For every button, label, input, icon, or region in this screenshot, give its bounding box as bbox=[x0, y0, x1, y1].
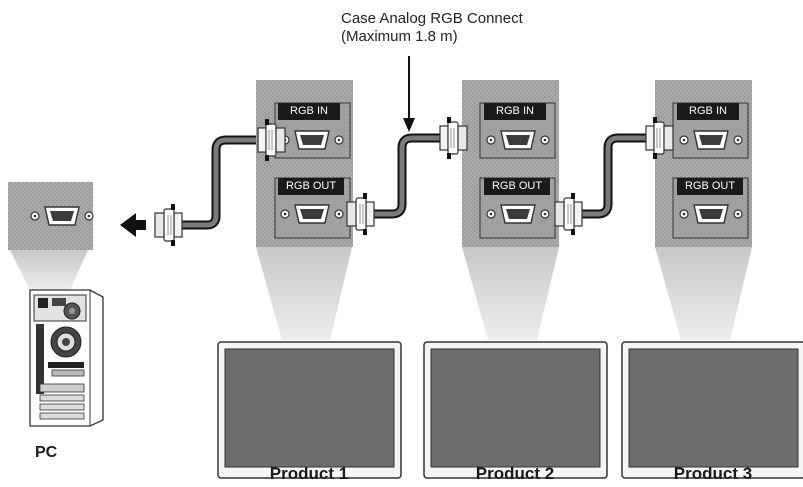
product-3 bbox=[621, 80, 803, 479]
product-2-label: Product 2 bbox=[475, 464, 555, 483]
rgb-out-label-bg bbox=[278, 178, 344, 195]
monitor-icon bbox=[217, 341, 402, 479]
cable-p2-p3 bbox=[578, 135, 650, 217]
pc-tower-icon bbox=[29, 289, 104, 427]
rgb-out-label: RGB OUT bbox=[684, 180, 736, 192]
pc-label: PC bbox=[35, 444, 58, 461]
funnel bbox=[256, 247, 352, 340]
rgb-in-label: RGB IN bbox=[689, 105, 727, 117]
product-1 bbox=[217, 80, 402, 479]
pc-group bbox=[8, 182, 104, 427]
vga-plug-icon bbox=[154, 203, 183, 247]
cable-pc-outline bbox=[180, 135, 262, 230]
rgb-out-label: RGB OUT bbox=[491, 180, 543, 192]
rgb-in-label: RGB IN bbox=[290, 105, 328, 117]
callout-line-2: (Maximum 1.8 m) bbox=[341, 28, 458, 45]
rgb-out-label: RGB OUT bbox=[285, 180, 337, 192]
pc-funnel bbox=[10, 250, 88, 290]
callout-label: Case Analog RGB Connect (Maximum 1.8 m) bbox=[341, 10, 523, 46]
callout-arrow bbox=[403, 56, 415, 132]
rgb-in-label-bg bbox=[278, 103, 340, 120]
monitor-icon bbox=[621, 341, 803, 479]
product-3-label: Product 3 bbox=[673, 464, 753, 483]
monitor-icon bbox=[423, 341, 608, 479]
callout-line-1: Case Analog RGB Connect bbox=[341, 10, 523, 27]
cable-p1-p2 bbox=[370, 135, 444, 217]
arrow-left-icon bbox=[120, 213, 146, 237]
product-1-label: Product 1 bbox=[269, 464, 349, 483]
rgb-in-label: RGB IN bbox=[496, 105, 534, 117]
product-2 bbox=[423, 80, 608, 479]
cable-pc bbox=[180, 137, 262, 228]
vga-plug-icon bbox=[554, 192, 583, 236]
